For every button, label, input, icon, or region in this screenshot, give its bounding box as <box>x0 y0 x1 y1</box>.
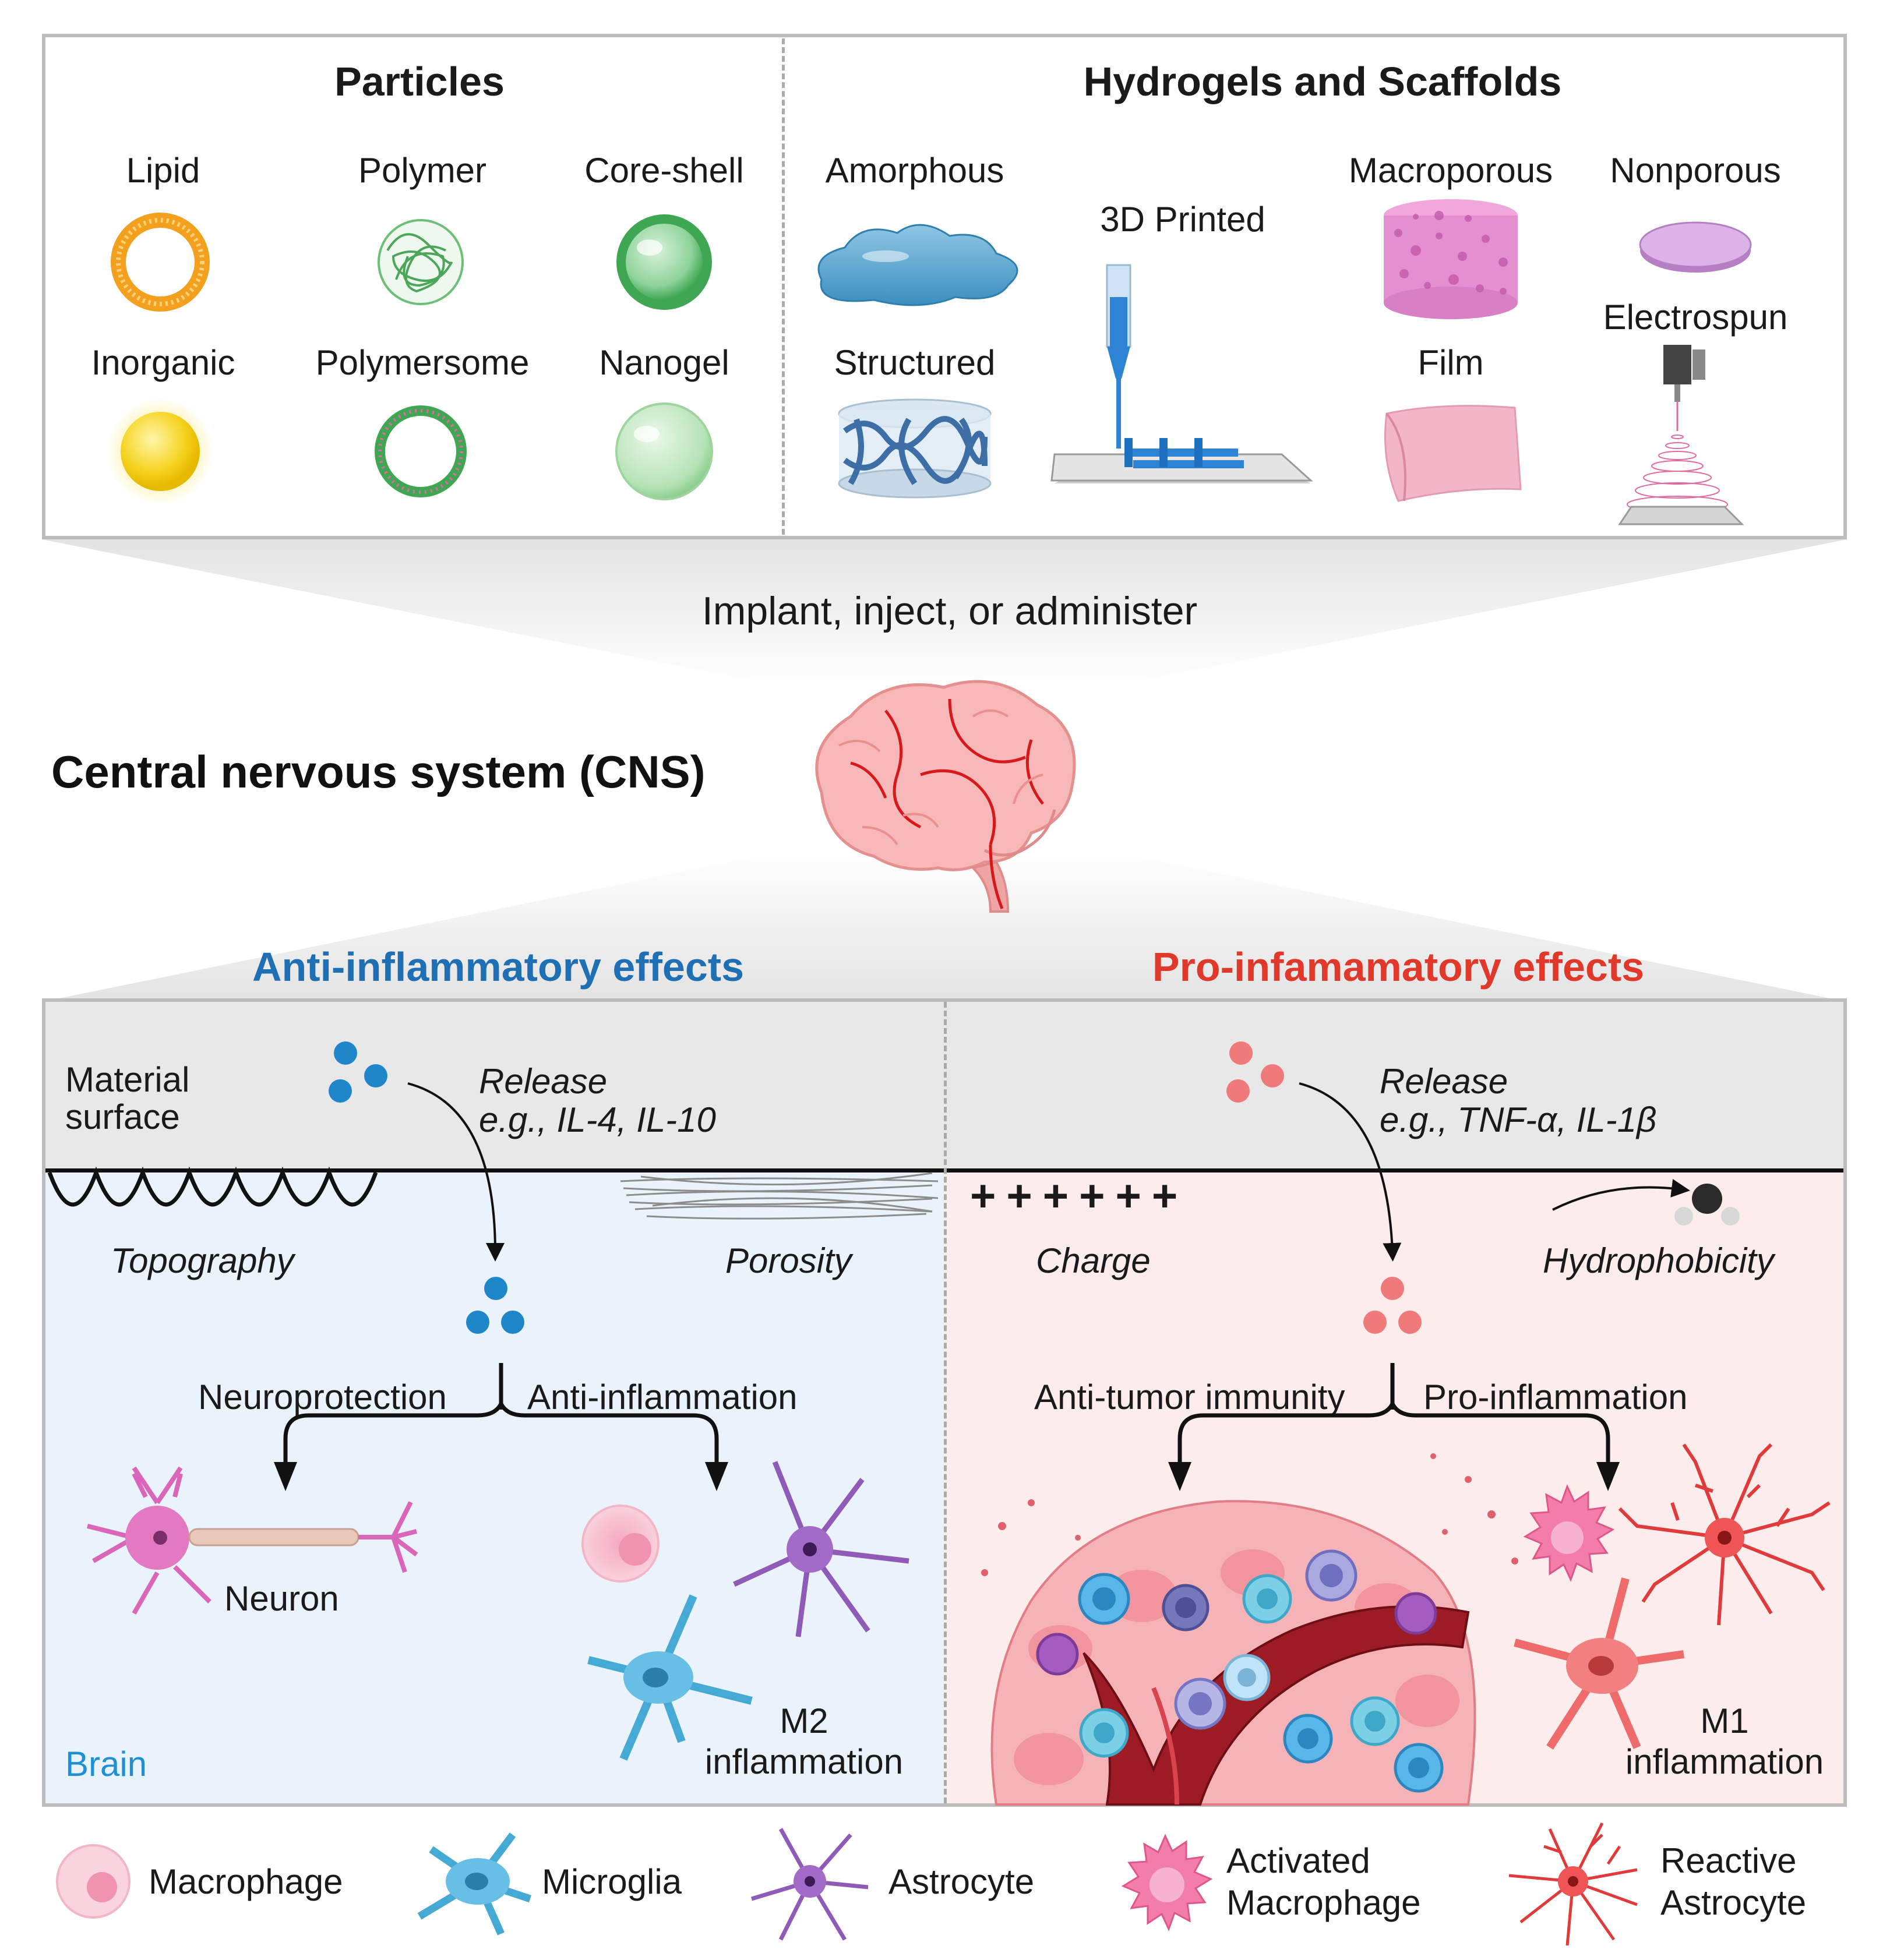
topography-label: Topography <box>111 1241 294 1280</box>
structured-hydrogel-icon <box>838 398 992 499</box>
macrophage-icon <box>581 1505 660 1583</box>
film-scaffold-icon <box>1384 405 1522 502</box>
m1-label-line2: inflammation <box>1625 1742 1824 1781</box>
legend-astrocyte-icon <box>750 1828 869 1941</box>
label-3d-printed: 3D Printed <box>1100 200 1265 239</box>
label-macroporous: Macroporous <box>1348 151 1553 190</box>
water-molecule-icon <box>1674 1184 1740 1226</box>
legend-reactive-label-line2: Astrocyte <box>1660 1883 1807 1922</box>
label-nonporous: Nonporous <box>1610 151 1781 190</box>
neuron-label: Neuron <box>224 1579 339 1618</box>
label-film: Film <box>1418 343 1484 382</box>
label-polymer: Polymer <box>358 151 487 190</box>
label-nanogel: Nanogel <box>599 343 729 382</box>
charge-label: Charge <box>1036 1241 1151 1280</box>
legend-activated-macrophage-icon <box>1121 1834 1213 1931</box>
legend-macrophage-label: Macrophage <box>149 1862 343 1901</box>
hydrophobicity-label: Hydrophobicity <box>1543 1241 1774 1280</box>
pro-inflammation-label: Pro-inflammation <box>1423 1378 1688 1417</box>
activated-microglia-icon <box>1514 1577 1684 1750</box>
materials-divider <box>782 38 785 535</box>
porosity-label: Porosity <box>725 1241 852 1280</box>
activated-macrophage-icon <box>1523 1484 1615 1582</box>
legend-microglia-icon <box>417 1832 532 1936</box>
anti-inflammation-label: Anti-inflammation <box>527 1378 798 1417</box>
legend-astrocyte-label: Astrocyte <box>888 1862 1035 1901</box>
topography-texture <box>47 1166 378 1207</box>
porosity-texture <box>620 1172 939 1220</box>
legend-reactive-label-line1: Reactive <box>1660 1841 1797 1880</box>
brain-region-label: Brain <box>65 1744 147 1784</box>
anti-release-examples: e.g., IL-4, IL-10 <box>479 1100 716 1139</box>
pro-inflammatory-title: Pro-infamamatory effects <box>1152 944 1645 990</box>
nanogel-particle-icon <box>615 402 713 500</box>
materials-illustrations <box>107 199 1752 525</box>
m2-label-line2: inflammation <box>704 1742 904 1781</box>
legend-icons <box>56 1822 1638 1946</box>
microglia-icon <box>587 1594 753 1761</box>
label-amorphous: Amorphous <box>825 151 1004 190</box>
label-core-shell: Core-shell <box>584 151 744 190</box>
neuroprotection-label: Neuroprotection <box>198 1378 447 1417</box>
astrocyte-icon <box>733 1461 909 1637</box>
core-shell-particle-icon <box>616 214 712 310</box>
tumor-mass-icon <box>981 1453 1518 1806</box>
immune-cells <box>1036 1549 1444 1793</box>
anti-inflammatory-title: Anti-inflammatory effects <box>252 944 745 990</box>
legend-macrophage-icon <box>56 1844 131 1919</box>
label-electrospun: Electrospun <box>1603 298 1788 337</box>
pro-release-title: Release <box>1380 1062 1508 1101</box>
polymer-particle-icon <box>378 219 464 305</box>
material-surface-label: Material surface <box>65 1060 190 1136</box>
m2-label-line1: M2 <box>780 1701 828 1740</box>
label-polymersome: Polymersome <box>315 343 530 382</box>
charge-symbols: ++++++ <box>970 1171 1189 1221</box>
neuron-icon <box>87 1466 418 1615</box>
label-inorganic: Inorganic <box>91 343 235 382</box>
anti-release-title: Release <box>479 1062 608 1101</box>
electrospun-scaffold-icon <box>1618 345 1744 525</box>
pro-release-examples: e.g., TNF-α, IL-1β <box>1380 1100 1657 1139</box>
reactive-astrocyte-icon <box>1618 1443 1831 1626</box>
pro-cytokine-dots <box>1226 1041 1422 1334</box>
delivery-label: Implant, inject, or administer <box>701 589 1198 633</box>
particles-title: Particles <box>334 59 505 104</box>
legend-reactive-astrocyte-icon <box>1508 1822 1638 1946</box>
amorphous-hydrogel-icon <box>817 224 1018 306</box>
label-lipid: Lipid <box>126 151 200 190</box>
3d-printed-scaffold-icon <box>1050 264 1313 483</box>
hydrogels-title: Hydrogels and Scaffolds <box>1083 59 1562 104</box>
anti-tumor-label: Anti-tumor immunity <box>1034 1378 1345 1417</box>
nonporous-scaffold-icon <box>1639 221 1752 273</box>
brain-icon <box>815 680 1076 913</box>
anti-cytokine-dots <box>329 1041 524 1334</box>
bottom-panel-border <box>42 998 1847 1807</box>
label-structured: Structured <box>834 343 996 382</box>
cns-title: Central nervous system (CNS) <box>51 746 706 797</box>
legend-activated-label-line2: Macrophage <box>1226 1883 1421 1922</box>
polymersome-particle-icon <box>375 405 467 497</box>
legend-microglia-label: Microglia <box>542 1862 682 1901</box>
lipid-particle-icon <box>111 213 210 312</box>
funnel-shading <box>42 539 1847 1002</box>
m1-label-line1: M1 <box>1700 1701 1749 1740</box>
effects-divider <box>944 1002 947 1803</box>
legend-activated-label-line1: Activated <box>1226 1841 1370 1880</box>
inorganic-particle-icon <box>107 398 214 505</box>
macroporous-scaffold-icon <box>1384 199 1518 319</box>
